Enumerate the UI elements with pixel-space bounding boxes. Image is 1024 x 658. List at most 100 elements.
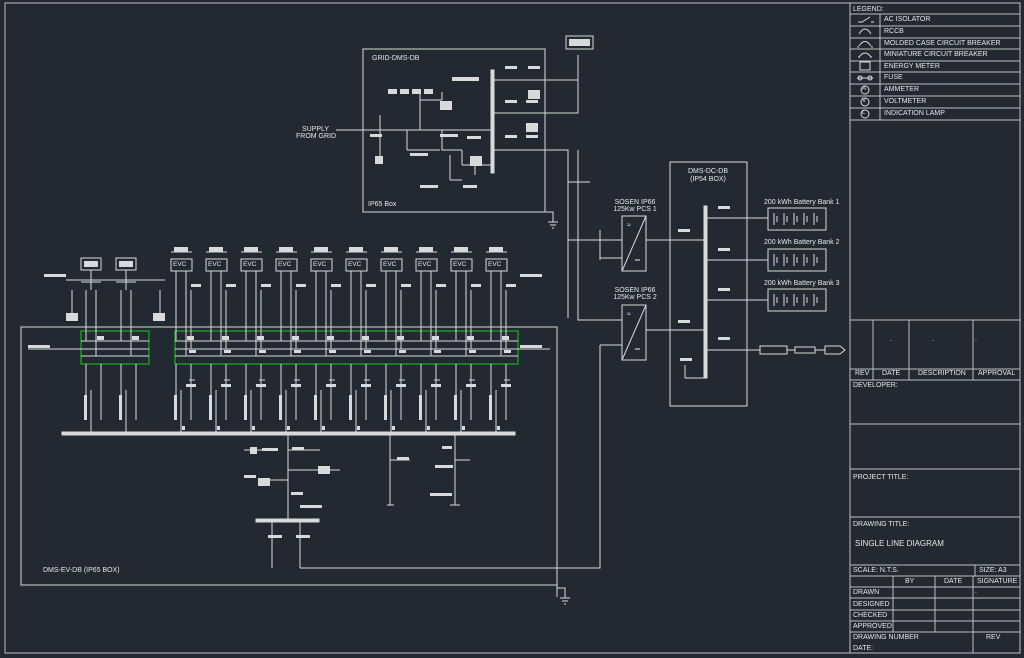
evc-1-terminal xyxy=(182,426,185,430)
evc-10-device-2 xyxy=(504,350,511,353)
title-block-frame xyxy=(849,3,1020,653)
legend-label-mcb: MINIATURE CIRCUIT BREAKER xyxy=(884,51,988,58)
evc-10-breaker-lower xyxy=(489,395,492,420)
evc-1-feeder xyxy=(175,271,192,356)
evc-8-breaker-lower xyxy=(419,395,422,420)
evc-9-label: EVC xyxy=(453,261,467,268)
evc-10-terminal xyxy=(497,426,500,430)
evc-10-breaker-top xyxy=(506,284,516,287)
ev-main-bus xyxy=(61,431,516,436)
evc-10-cap xyxy=(489,247,503,252)
drawing-number-label: DRAWING NUMBER xyxy=(853,634,919,641)
battery-bank-3-label: 200 kWh Battery Bank 3 xyxy=(764,280,840,287)
evc-7-device-1 xyxy=(397,336,404,340)
evc-7-device-2 xyxy=(399,350,406,353)
revision-header-description: DESCRIPTION xyxy=(918,370,966,377)
meter-feeder-2-screen xyxy=(119,261,133,267)
indication-lamp-icon-glyph: L xyxy=(862,109,866,116)
revision-cell-3: . xyxy=(975,336,977,343)
indication-lamp-icon xyxy=(860,109,870,119)
dc-db-title: DMS-DC-DB xyxy=(687,168,729,175)
evc-6-breaker-lower xyxy=(349,395,352,420)
evc-2-lower-feeder xyxy=(210,364,230,432)
evc-8-cap xyxy=(419,247,433,252)
signature-dot: . xyxy=(975,588,977,595)
left-incomer-device xyxy=(44,274,66,277)
pcs1-diagonal xyxy=(621,215,647,272)
date-header-label: DATE xyxy=(944,578,963,585)
legend-label-energy-meter: ENERGY METER xyxy=(884,63,940,70)
dc-output-arrow xyxy=(824,345,846,355)
grid-meter-box-inner xyxy=(569,39,590,46)
ammeter-icon xyxy=(860,85,870,95)
approved-row-label: APPROVED xyxy=(853,623,892,630)
evc-4-device-1 xyxy=(292,336,299,340)
evc-2-device-2 xyxy=(224,350,231,353)
evc-7-breaker-top xyxy=(401,284,411,287)
supply-label-1: SUPPLY xyxy=(302,126,330,133)
evc-3-breaker-top xyxy=(261,284,271,287)
evc-10-device-1 xyxy=(502,336,509,340)
evc-2-breaker-mid xyxy=(221,384,231,387)
ev-highlight-box-2 xyxy=(174,330,519,365)
evc-2-device-1 xyxy=(222,336,229,340)
evc-5-box xyxy=(310,258,333,272)
evc-6-feeder xyxy=(350,271,367,356)
evc-10-feeder xyxy=(490,271,507,356)
evc-6-box xyxy=(345,258,368,272)
by-label: BY xyxy=(905,578,915,585)
signature-label: SIGNATURE xyxy=(977,578,1018,585)
evc-7-lower-feeder xyxy=(385,364,405,432)
ev-lower-earths xyxy=(387,500,460,506)
evc-2-cap xyxy=(209,247,223,252)
evc-9-box xyxy=(450,258,473,272)
right-incomer-device xyxy=(520,274,542,277)
ev-earth-line xyxy=(556,585,570,605)
legend-label-ammeter: AMMETER xyxy=(884,86,919,93)
revision-header-rev: REV xyxy=(855,370,870,377)
dc-output-device-2 xyxy=(794,346,816,354)
revision-header-date: DATE xyxy=(882,370,901,377)
evc-9-breaker-mid xyxy=(466,384,476,387)
project-title-label: PROJECT TITLE: xyxy=(853,474,909,481)
checked-row-label: CHECKED xyxy=(853,612,888,619)
evc-4-box xyxy=(275,258,298,272)
legend-grid xyxy=(850,13,1020,121)
battery-bank-1-box xyxy=(767,207,827,231)
battery-bank-1-label: 200 kWh Battery Bank 1 xyxy=(764,199,840,206)
grid-to-pcs-lines xyxy=(567,150,600,321)
evc-5-lower-feeder xyxy=(315,364,335,432)
legend-label-fuse: FUSE xyxy=(884,74,903,81)
evc-4-breaker-lower xyxy=(279,395,282,420)
battery-cells xyxy=(760,213,818,306)
pcs2-label-2: 125Kw PCS 2 xyxy=(613,294,657,301)
revision-header-approval: APPROVAL xyxy=(978,370,1016,377)
evc-1-device-1 xyxy=(187,336,194,340)
grid-db-title: GRID-DMS-DB xyxy=(372,55,420,62)
evc-3-lower-feeder xyxy=(245,364,265,432)
drawing-border xyxy=(4,2,1021,654)
scale-label: SCALE: N.T.S. xyxy=(853,567,899,574)
evc-4-device-2 xyxy=(294,350,301,353)
evc-8-breaker-mid xyxy=(431,384,441,387)
evc-6-cap xyxy=(349,247,363,252)
evc-7-breaker-lower xyxy=(384,395,387,420)
evc-6-terminal xyxy=(357,426,360,430)
evc-3-terminal xyxy=(252,426,255,430)
evc-5-device-1 xyxy=(327,336,334,340)
pcs1-label-1: SOSEN IP66 xyxy=(614,199,656,206)
pcs2-label-1: SOSEN IP66 xyxy=(614,287,656,294)
evc-8-lower-feeder xyxy=(420,364,440,432)
ammeter-icon-glyph: A xyxy=(862,85,867,92)
evc-2-terminal xyxy=(217,426,220,430)
evc-7-label: EVC xyxy=(383,261,397,268)
ev-db-enclosure xyxy=(20,326,558,586)
ev-sub-bus xyxy=(255,518,320,523)
evc-5-breaker-lower xyxy=(314,395,317,420)
evc-3-cap xyxy=(244,247,258,252)
evc-5-terminal xyxy=(322,426,325,430)
legend-label-mccb: MOLDED CASE CIRCUIT BREAKER xyxy=(884,40,1001,47)
legend-symbols xyxy=(857,16,874,119)
evc-1-box xyxy=(170,258,193,272)
